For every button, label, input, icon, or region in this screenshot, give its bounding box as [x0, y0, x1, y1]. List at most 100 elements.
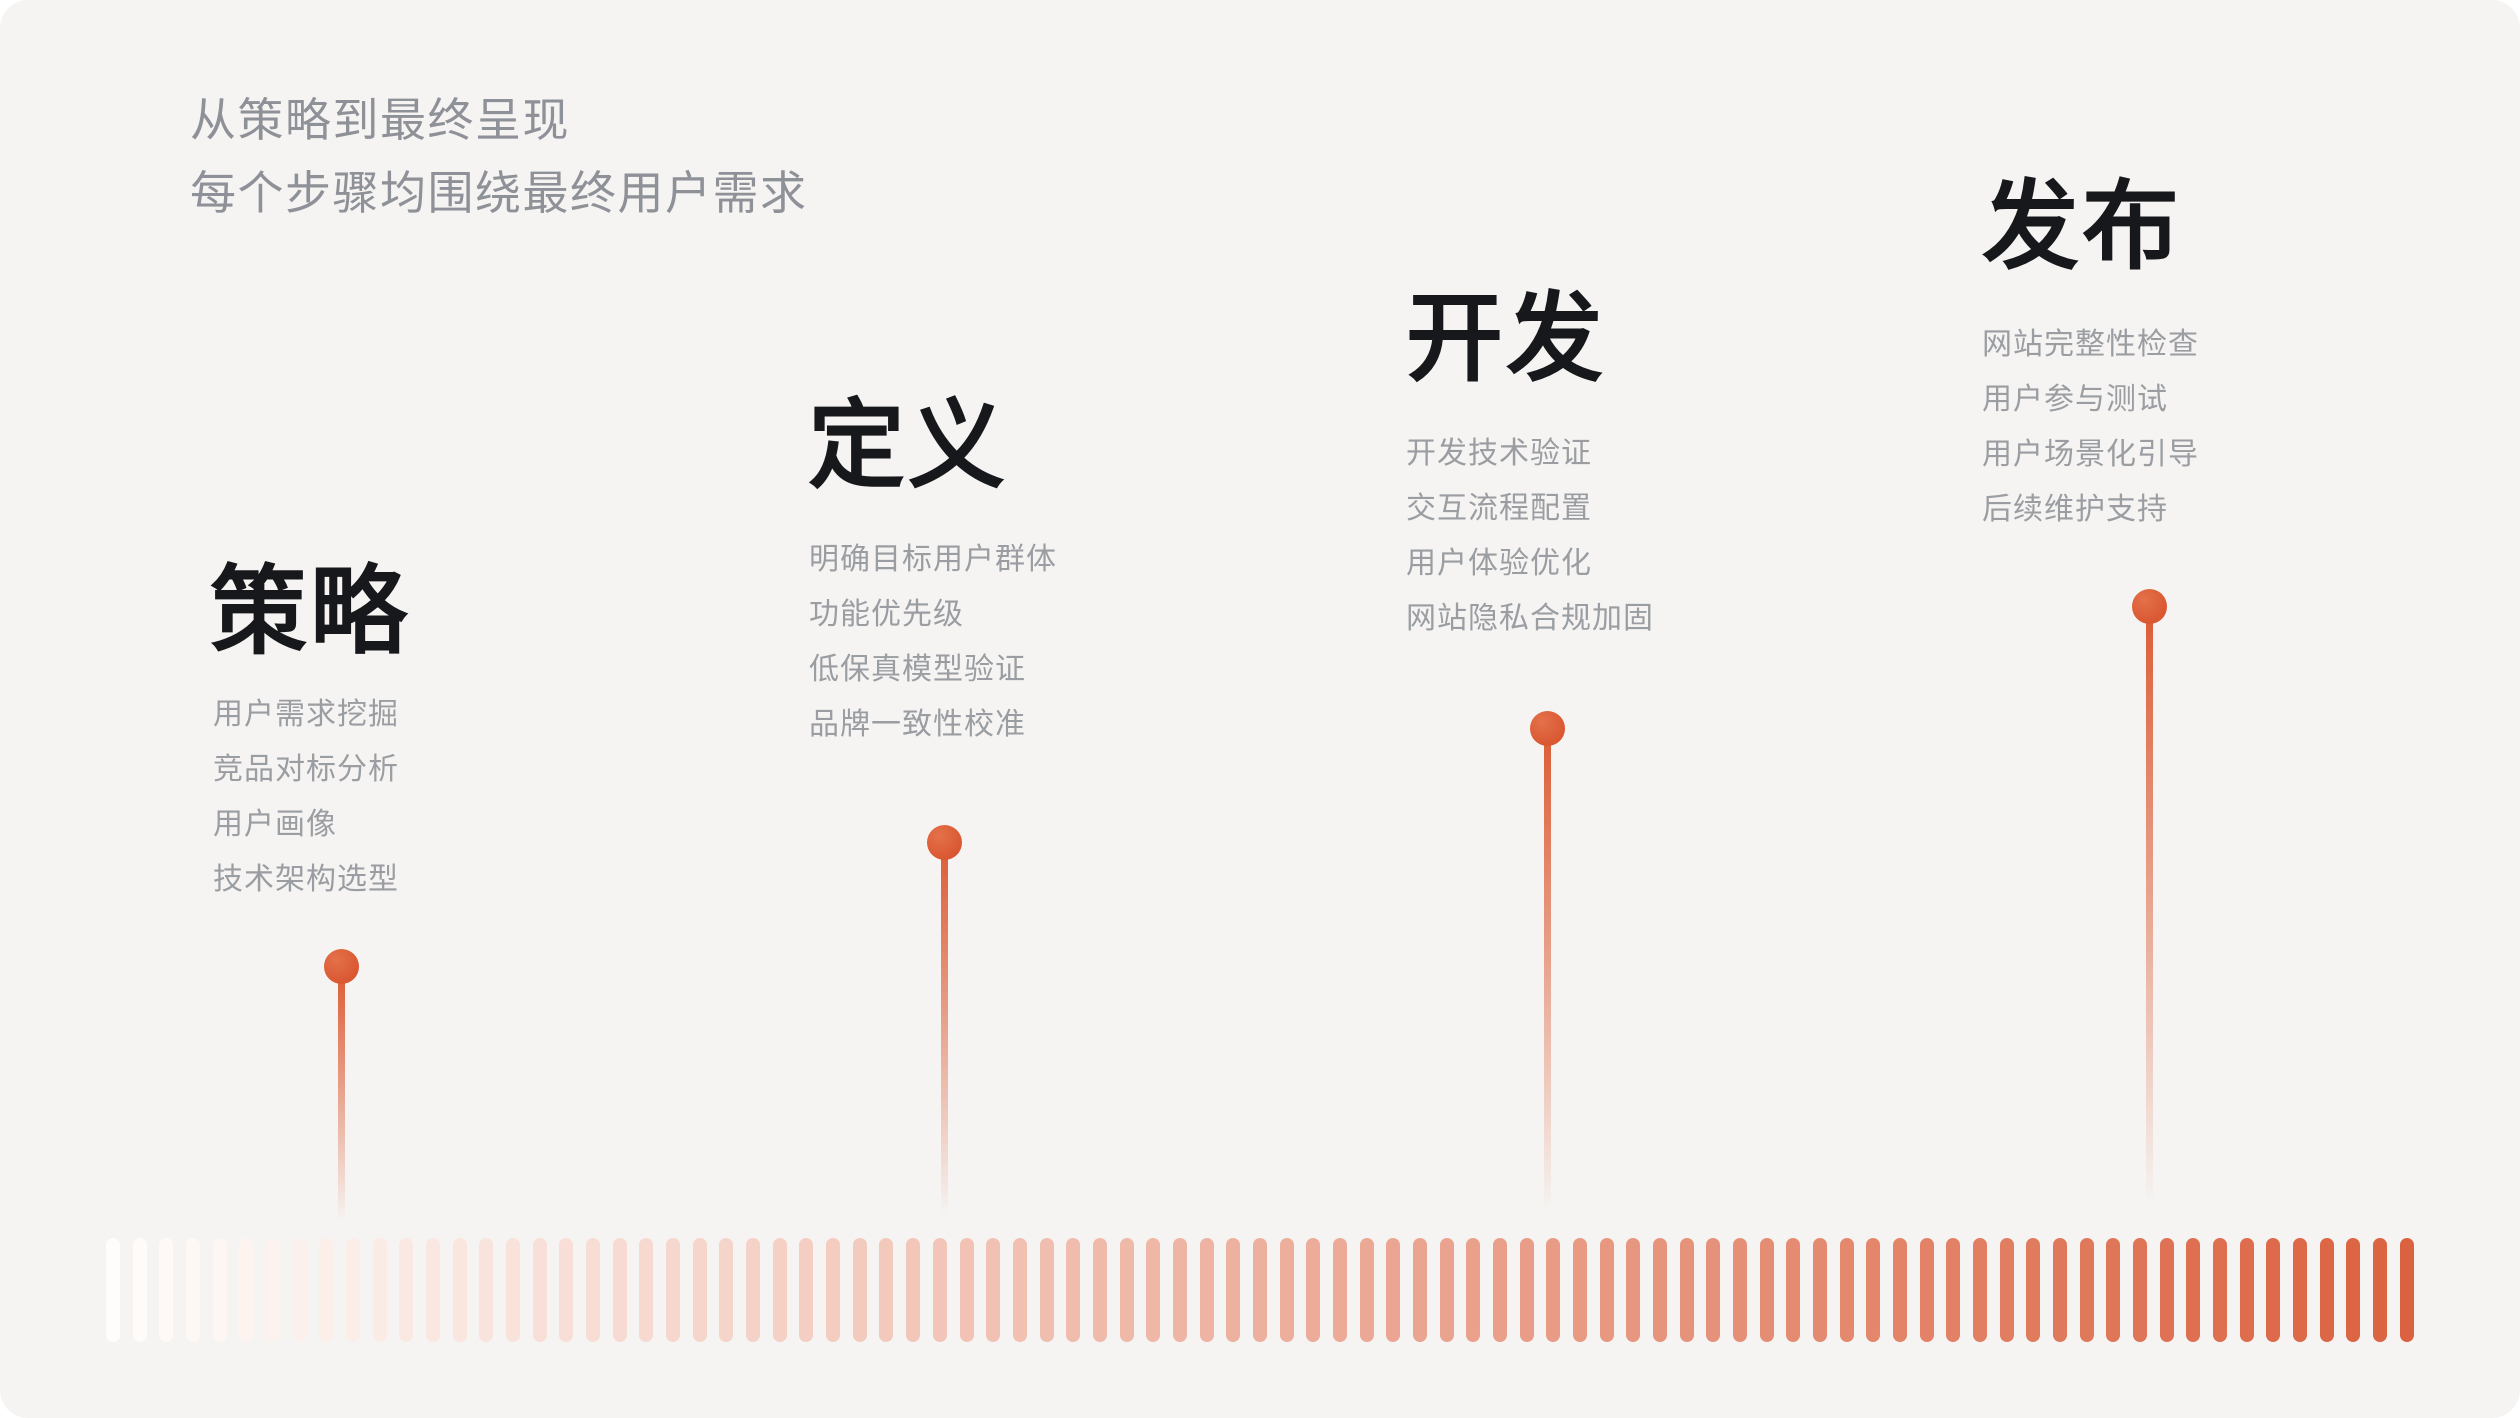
timeline-bar	[2373, 1238, 2388, 1342]
timeline-bar	[1839, 1238, 1854, 1342]
timeline-bar	[1919, 1238, 1934, 1342]
timeline-bar	[132, 1238, 147, 1342]
timeline-bar	[1572, 1238, 1587, 1342]
step-item: 网站隐私合规加固	[1406, 602, 1654, 635]
timeline-bar	[1866, 1238, 1881, 1342]
timeline-bar	[799, 1238, 814, 1342]
timeline-bar	[319, 1238, 334, 1342]
step-item: 用户参与测试	[1982, 383, 2168, 416]
step-item: 功能优先级	[809, 598, 964, 631]
timeline-bar	[1252, 1238, 1267, 1342]
timeline-bar	[2159, 1238, 2174, 1342]
timeline-bar	[1973, 1238, 1988, 1342]
timeline-bar	[1706, 1238, 1721, 1342]
milestone-stem-strategy	[338, 974, 345, 1232]
timeline-bar	[612, 1238, 627, 1342]
step-item: 后续维护支持	[1982, 493, 2168, 526]
step-title-launch: 发布	[1982, 172, 2182, 281]
timeline-bar	[266, 1238, 281, 1342]
step-item: 技术架构选型	[213, 863, 399, 896]
timeline-bar	[239, 1238, 254, 1342]
timeline-bar	[1226, 1238, 1241, 1342]
step-item: 用户体验优化	[1406, 547, 1592, 580]
timeline-bar	[772, 1238, 787, 1342]
timeline-bar	[1359, 1238, 1374, 1342]
timeline-bar	[2319, 1238, 2334, 1342]
timeline-bar	[1092, 1238, 1107, 1342]
step-item: 用户需求挖掘	[213, 698, 399, 731]
timeline-bar	[479, 1238, 494, 1342]
step-items-strategy: 用户需求挖掘 竞品对标分析 用户画像 技术架构选型	[213, 699, 399, 919]
milestone-stem-launch	[2146, 614, 2153, 1232]
timeline-bar	[2346, 1238, 2361, 1342]
timeline-bar	[1466, 1238, 1481, 1342]
timeline-bar	[1039, 1238, 1054, 1342]
milestone-stem-develop	[1544, 736, 1551, 1232]
page-subtitle: 从策略到最终呈现每个步骤均围绕最终用户需求	[190, 84, 808, 230]
step-item: 网站完整性检查	[1982, 328, 2199, 361]
step-item: 开发技术验证	[1406, 437, 1592, 470]
timeline-bars	[106, 1238, 2415, 1342]
timeline-bar	[1813, 1238, 1827, 1342]
step-item: 竞品对标分析	[213, 753, 399, 786]
timeline-bar	[666, 1238, 681, 1342]
timeline-bar	[1759, 1238, 1774, 1342]
step-items-develop: 开发技术验证 交互流程配置 用户体验优化 网站隐私合规加固	[1406, 438, 1654, 658]
step-item: 交互流程配置	[1406, 492, 1592, 525]
timeline-bar	[1519, 1238, 1534, 1342]
timeline-bar	[1119, 1238, 1134, 1342]
timeline-bar	[2399, 1238, 2414, 1342]
timeline-bar	[1786, 1238, 1801, 1342]
timeline-bar	[2133, 1238, 2148, 1342]
timeline-bar	[1893, 1238, 1908, 1342]
timeline-bar	[2266, 1238, 2281, 1342]
timeline-bar	[1012, 1238, 1027, 1342]
milestone-dot-launch	[2132, 589, 2167, 624]
timeline-bar	[1332, 1238, 1347, 1342]
timeline-bar	[186, 1238, 201, 1342]
timeline-bar	[2026, 1238, 2041, 1342]
milestone-dot-define	[927, 825, 962, 860]
timeline-bar	[559, 1238, 574, 1342]
subtitle-line-2: 每个步骤均围绕最终用户需求	[190, 167, 808, 219]
timeline-bar	[1679, 1238, 1694, 1342]
timeline-bar	[746, 1238, 761, 1342]
timeline-bar	[1626, 1238, 1641, 1342]
timeline-bar	[879, 1238, 894, 1342]
step-title-develop: 开发	[1406, 284, 1606, 393]
step-item: 用户画像	[213, 808, 337, 841]
step-item: 低保真模型验证	[809, 653, 1026, 686]
timeline-bar	[1652, 1238, 1667, 1342]
timeline-bar	[986, 1238, 1001, 1342]
timeline-bar	[372, 1238, 387, 1342]
step-item: 品牌一致性校准	[809, 708, 1026, 741]
timeline-bar	[106, 1238, 120, 1342]
timeline-bar	[1306, 1238, 1321, 1342]
timeline-bar	[639, 1238, 654, 1342]
timeline-bar	[1999, 1238, 2014, 1342]
timeline-bar	[692, 1238, 707, 1342]
timeline-bar	[1279, 1238, 1294, 1342]
timeline-bar	[2079, 1238, 2094, 1342]
timeline-bar	[906, 1238, 921, 1342]
subtitle-line-1: 从策略到最终呈现	[190, 94, 570, 146]
timeline-bar	[452, 1238, 467, 1342]
timeline-bar	[719, 1238, 734, 1342]
timeline-bar	[399, 1238, 414, 1342]
step-item: 用户场景化引导	[1982, 438, 2199, 471]
timeline-bar	[532, 1238, 547, 1342]
timeline-bar	[1599, 1238, 1614, 1342]
timeline-bar	[852, 1238, 867, 1342]
timeline-bar	[1546, 1238, 1561, 1342]
timeline-bar	[426, 1238, 441, 1342]
timeline-bar	[506, 1238, 521, 1342]
milestone-stem-define	[941, 850, 948, 1232]
timeline-bar	[1146, 1238, 1161, 1342]
timeline-bar	[1199, 1238, 1214, 1342]
step-title-strategy: 策略	[210, 557, 410, 666]
milestone-dot-develop	[1530, 711, 1565, 746]
timeline-bar	[1946, 1238, 1961, 1342]
timeline-bar	[2293, 1238, 2308, 1342]
timeline-bar	[826, 1238, 841, 1342]
